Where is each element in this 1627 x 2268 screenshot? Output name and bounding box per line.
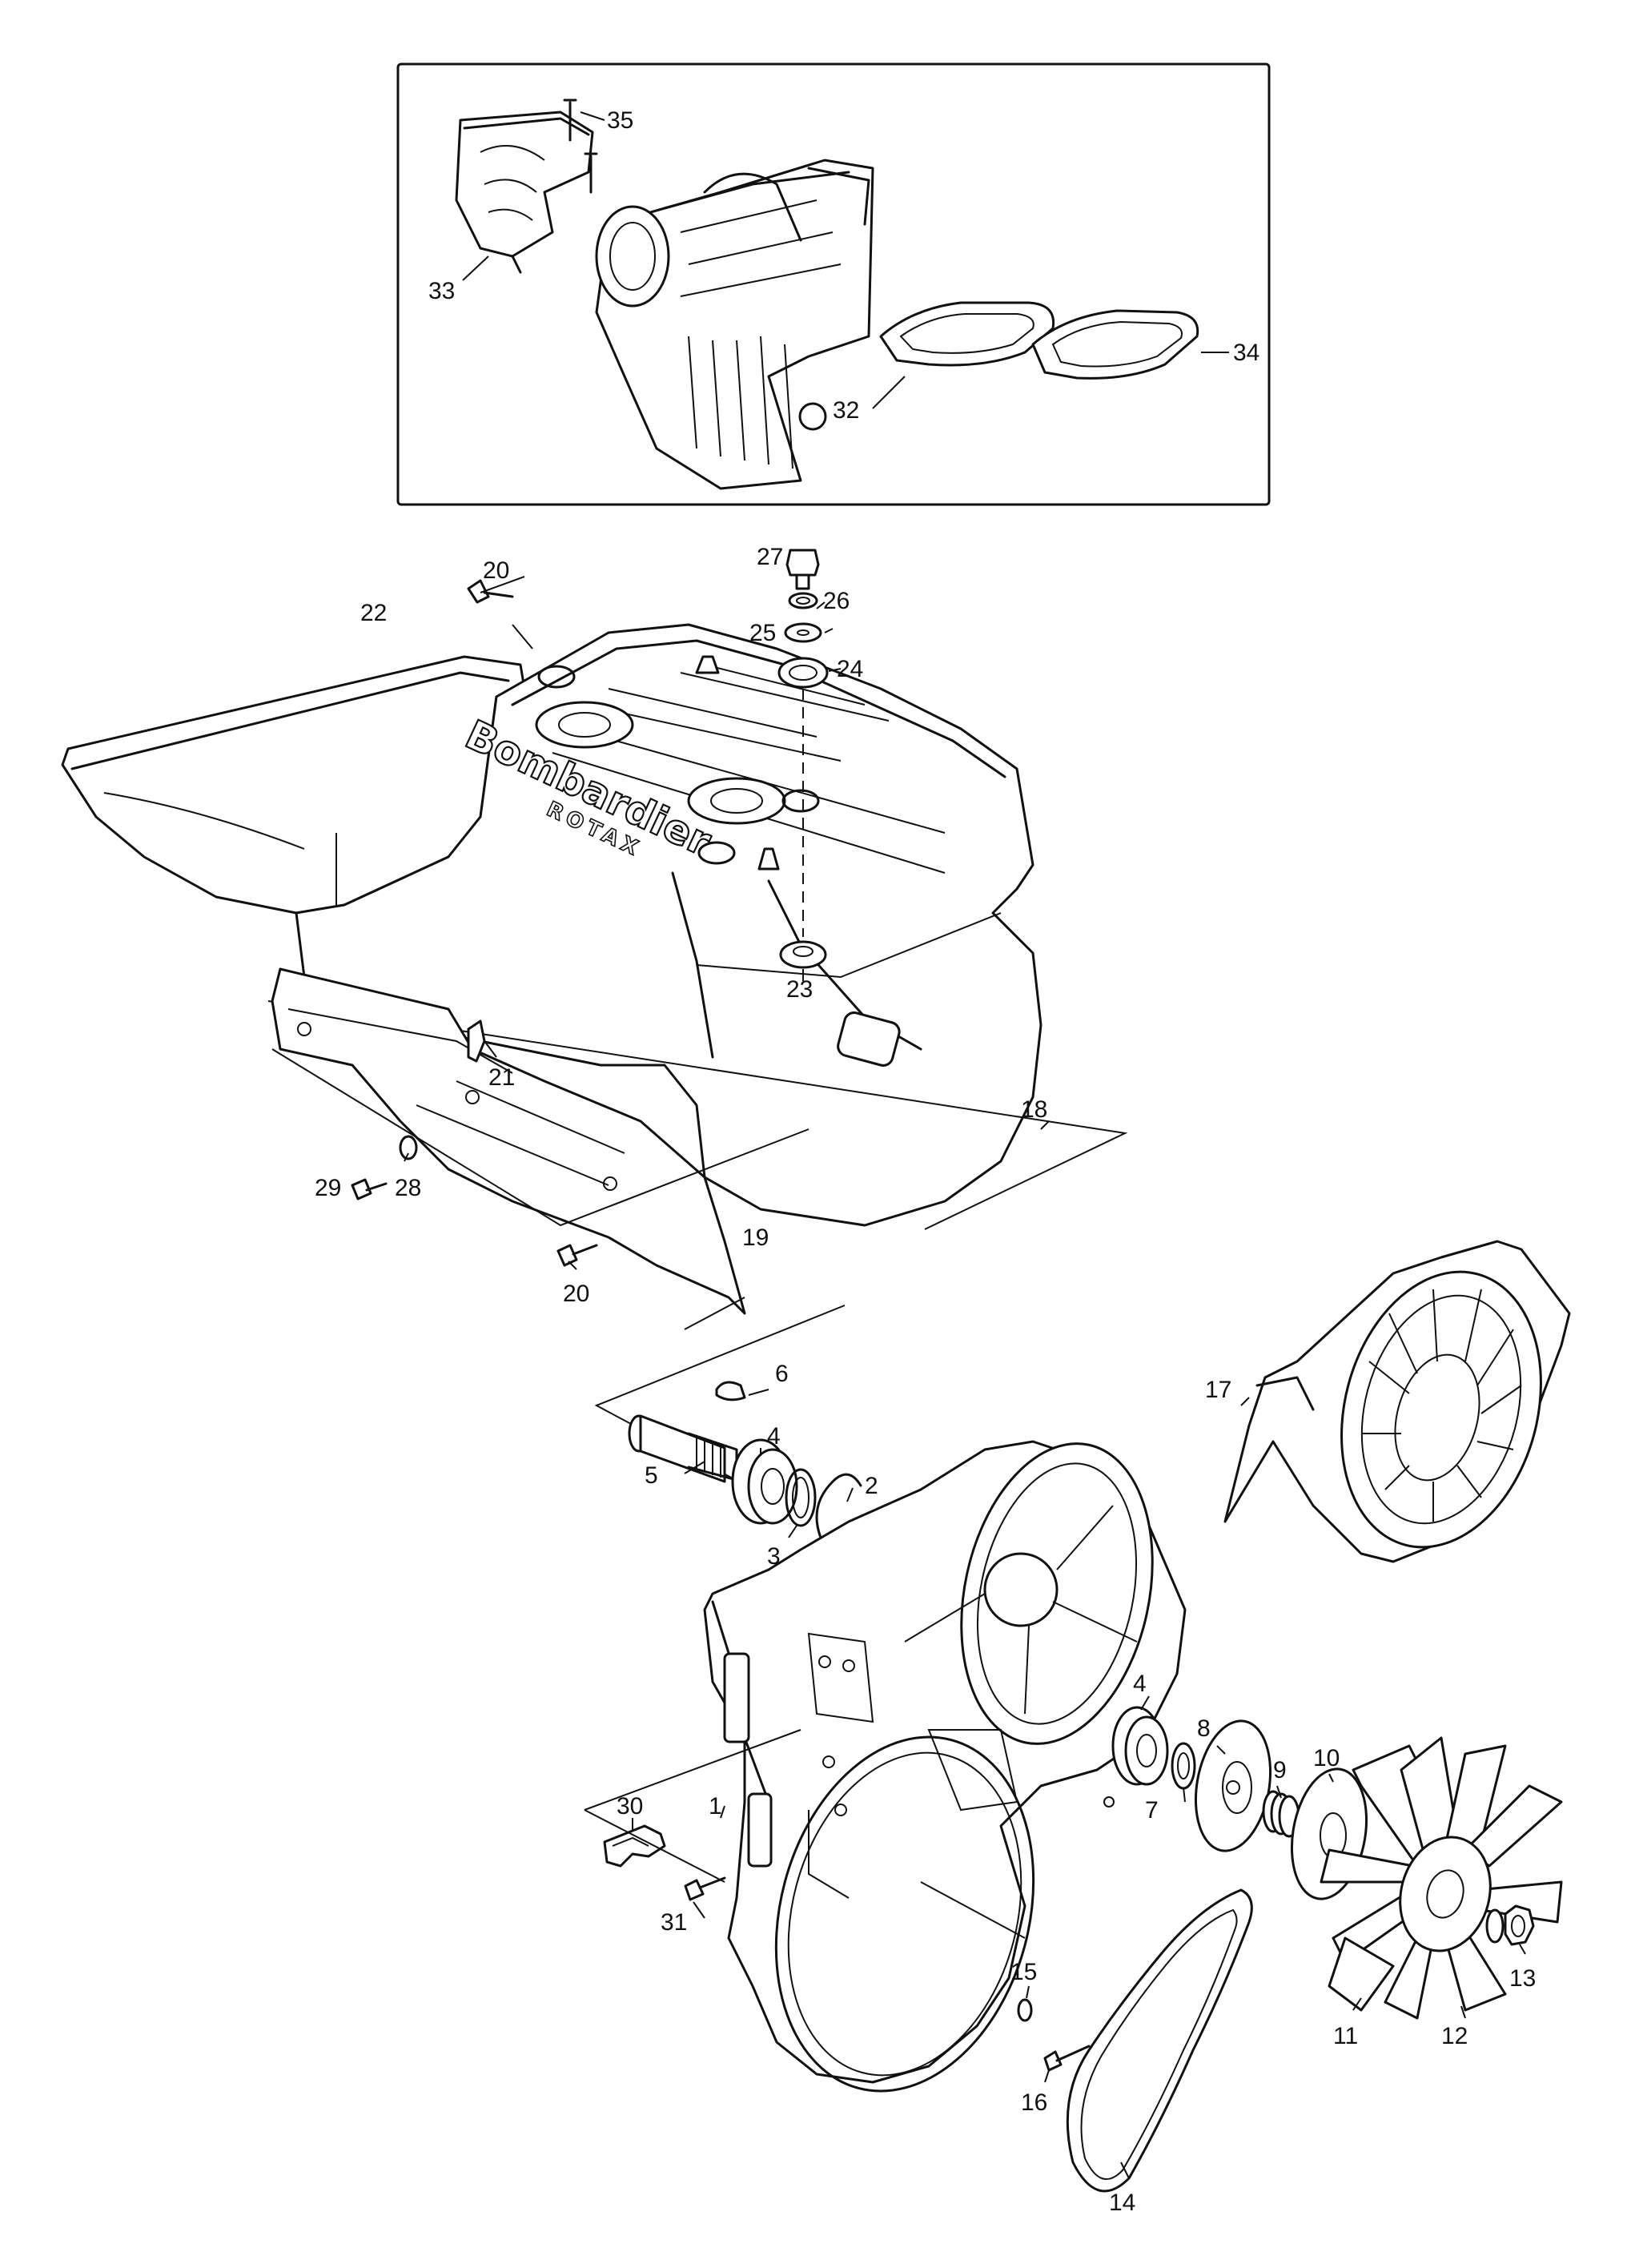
part-4-bearing-lower xyxy=(1111,1706,1169,1786)
inset-panel: 35 33 34 32 xyxy=(396,62,1271,506)
part-26-lock-washer xyxy=(788,592,818,609)
part-15-washer xyxy=(1017,1998,1033,2022)
part-33-inset-shroud xyxy=(455,111,594,274)
label-15: 15 xyxy=(1010,1959,1037,1985)
inset-engine xyxy=(595,159,874,490)
label-23: 23 xyxy=(786,976,813,1003)
part-3-snap-ring xyxy=(785,1468,817,1527)
part-11-fan-blade xyxy=(1328,1936,1395,2012)
label-2: 2 xyxy=(865,1473,878,1499)
label-34: 34 xyxy=(1233,340,1259,366)
part-7-spacer xyxy=(1171,1742,1196,1790)
label-35: 35 xyxy=(607,107,633,134)
part-4-bearing-upper xyxy=(731,1438,798,1525)
label-29: 29 xyxy=(315,1175,341,1201)
part-24-grommet xyxy=(777,657,829,689)
label-24: 24 xyxy=(837,656,863,682)
label-1: 1 xyxy=(709,1793,722,1820)
label-10: 10 xyxy=(1313,1745,1340,1771)
part-28-washer xyxy=(399,1135,418,1160)
part-35-screws xyxy=(563,99,598,194)
part-30-bracket-clip xyxy=(603,1824,666,1868)
part-20-screw-top xyxy=(467,579,514,604)
label-3: 3 xyxy=(767,1543,781,1570)
label-5: 5 xyxy=(645,1462,658,1489)
label-4-upper: 4 xyxy=(767,1423,781,1450)
part-14-v-belt xyxy=(1066,1888,1253,2193)
part-5-fan-shaft xyxy=(628,1414,738,1483)
part-12-fan-wheel xyxy=(1320,1736,1563,2020)
part-23-rubber-mount xyxy=(779,940,827,969)
label-31: 31 xyxy=(661,1909,687,1936)
part-1-fan-housing xyxy=(703,1440,1187,2093)
part-17-fan-housing xyxy=(1223,1240,1571,1563)
part-6-key xyxy=(715,1381,746,1401)
label-30: 30 xyxy=(617,1793,643,1820)
label-9: 9 xyxy=(1273,1757,1287,1783)
part-32-intake-gasket xyxy=(879,301,1055,367)
label-6: 6 xyxy=(775,1361,789,1387)
part-31-screw xyxy=(684,1876,726,1901)
label-21: 21 xyxy=(488,1064,515,1091)
part-16-screw xyxy=(1043,2045,1091,2072)
part-34-intake-gasket xyxy=(1031,309,1199,380)
label-14: 14 xyxy=(1109,2190,1135,2216)
label-26: 26 xyxy=(823,588,850,614)
part-29-screw xyxy=(351,1178,388,1200)
part-25-washer xyxy=(784,622,822,643)
label-27: 27 xyxy=(757,544,783,570)
label-20-top: 20 xyxy=(483,557,509,584)
label-22: 22 xyxy=(360,600,387,626)
label-18: 18 xyxy=(1021,1096,1047,1123)
label-25: 25 xyxy=(749,620,776,646)
label-28: 28 xyxy=(395,1175,421,1201)
label-17: 17 xyxy=(1205,1377,1231,1403)
part-13-nut xyxy=(1485,1904,1535,1946)
label-11: 11 xyxy=(1333,2023,1358,2049)
label-7: 7 xyxy=(1145,1797,1159,1824)
inset-frame xyxy=(396,62,1271,506)
part-20-screw-bottom xyxy=(556,1244,598,1267)
label-32: 32 xyxy=(833,397,859,424)
part-18-cylinder-cowl: Bombardier ROTAX xyxy=(295,623,1042,1227)
label-20-bottom: 20 xyxy=(563,1281,589,1307)
part-21-clip xyxy=(467,1019,486,1063)
label-13: 13 xyxy=(1509,1965,1536,1992)
label-33: 33 xyxy=(428,278,455,304)
part-8-pulley-half xyxy=(1194,1719,1272,1852)
label-12: 12 xyxy=(1441,2023,1468,2049)
label-8: 8 xyxy=(1197,1715,1211,1742)
label-16: 16 xyxy=(1021,2089,1047,2116)
label-4-lower: 4 xyxy=(1133,1671,1147,1697)
part-27-bolt xyxy=(785,549,820,590)
label-19: 19 xyxy=(742,1224,769,1251)
